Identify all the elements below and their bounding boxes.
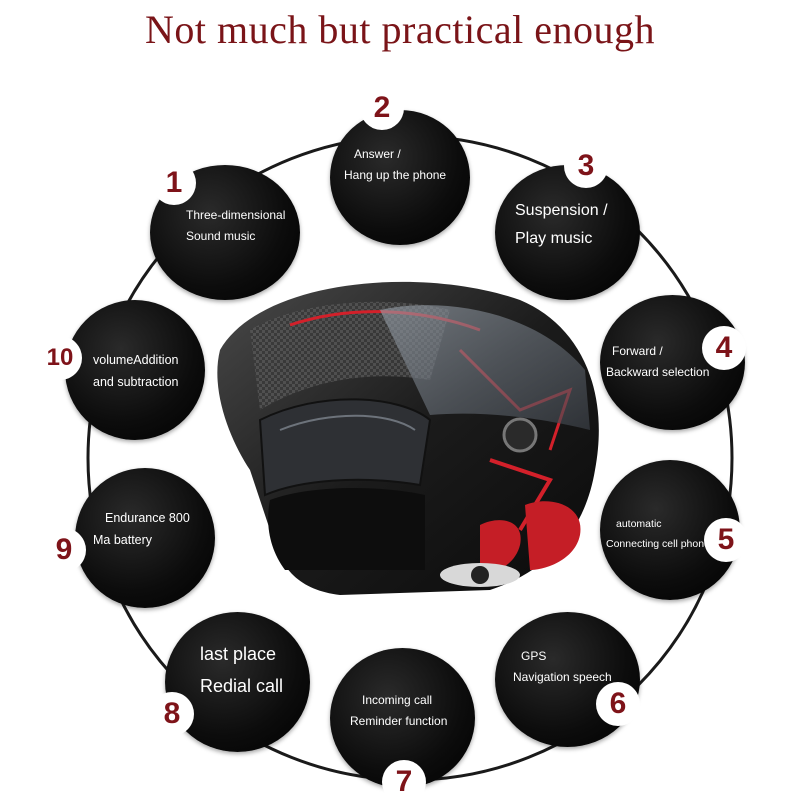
feature-9-badge: 9 xyxy=(44,530,84,570)
feature-4-badge: 4 xyxy=(704,328,744,368)
feature-2-badge: 2 xyxy=(362,88,402,128)
feature-5-badge: 5 xyxy=(706,520,746,560)
feature-10-badge: 10 xyxy=(40,338,80,378)
feature-10-text: volumeAddition and subtraction xyxy=(93,353,179,389)
feature-6-badge: 6 xyxy=(598,684,638,724)
feature-2-circle: Answer / Hang up the phone xyxy=(330,110,470,245)
feature-6-circle: GPS Navigation speech xyxy=(495,612,640,747)
headline: Not much but practical enough xyxy=(145,7,655,52)
feature-3-circle: Suspension / Play music xyxy=(495,165,640,300)
feature-6-text: GPS Navigation speech xyxy=(513,649,612,684)
feature-3-badge: 3 xyxy=(566,146,606,186)
feature-8-badge: 8 xyxy=(152,694,192,734)
feature-7-text: Incoming call Reminder function xyxy=(350,693,448,728)
feature-2-text: Answer / Hang up the phone xyxy=(344,147,447,182)
feature-8-circle: last place Redial call xyxy=(165,612,310,752)
feature-1-badge: 1 xyxy=(154,163,194,203)
feature-1-text: Three-dimensional Sound music xyxy=(186,208,286,243)
feature-10-circle: volumeAddition and subtraction xyxy=(65,300,205,440)
feature-9-text: Endurance 800 Ma battery xyxy=(93,511,190,547)
feature-7-badge: 7 xyxy=(384,762,424,802)
feature-4-text: Forward / Backward selection xyxy=(606,344,710,379)
feature-3-text: Suspension / Play music xyxy=(515,202,608,247)
feature-9-circle: Endurance 800 Ma battery xyxy=(75,468,215,608)
helmet-image xyxy=(217,281,599,595)
feature-5-text: automatic Connecting cell phone xyxy=(606,518,710,550)
feature-8-text: last place Redial call xyxy=(200,644,284,697)
